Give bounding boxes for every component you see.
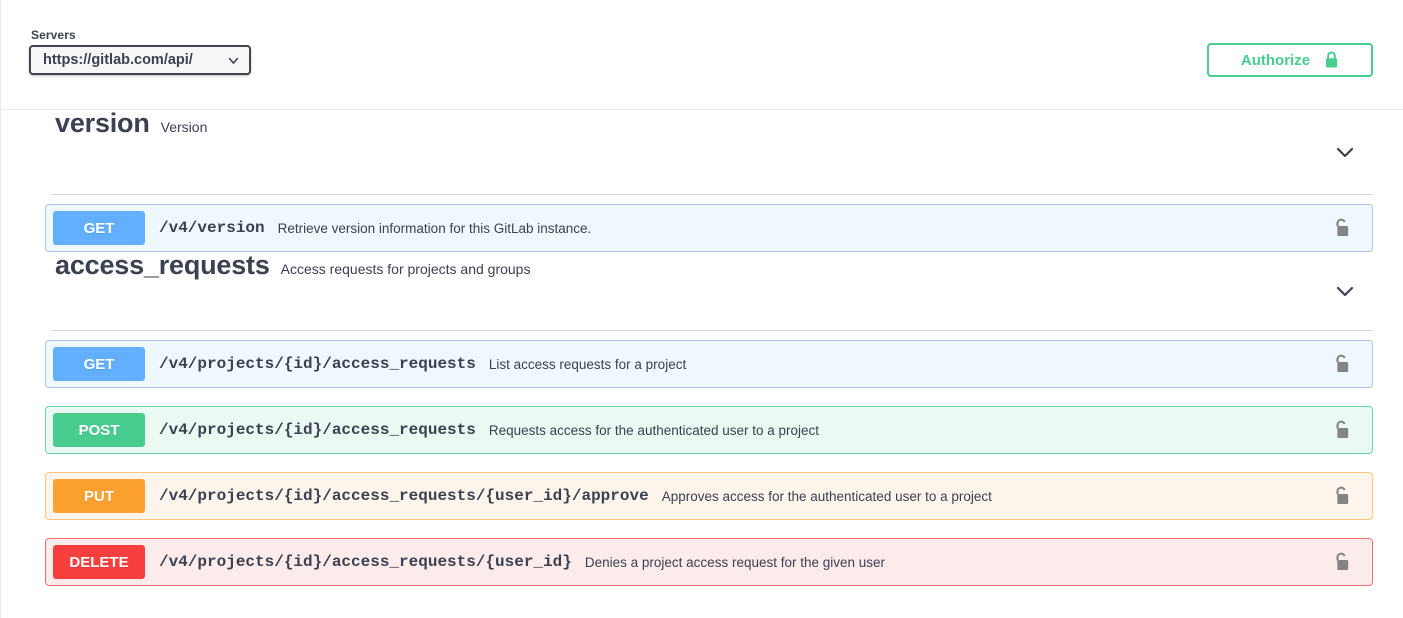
operation-summary: Denies a project access request for the … bbox=[584, 554, 886, 570]
tag-divider bbox=[51, 330, 1373, 331]
http-method-badge: PUT bbox=[53, 479, 145, 513]
lock-open-icon[interactable] bbox=[1333, 354, 1350, 374]
authorize-button[interactable]: Authorize bbox=[1207, 43, 1373, 77]
server-select[interactable]: https://gitlab.com/api/ bbox=[29, 45, 251, 75]
http-method-badge: GET bbox=[53, 347, 145, 381]
scheme-container: Servers https://gitlab.com/api/ Authoriz… bbox=[1, 0, 1403, 110]
tag-description: Version bbox=[160, 119, 208, 135]
operation-row[interactable]: POST/v4/projects/{id}/access_requests Req… bbox=[45, 406, 1373, 454]
lock-open-icon[interactable] bbox=[1333, 486, 1350, 506]
operation-list: GET/v4/version Retrieve version informati… bbox=[1, 195, 1403, 252]
operation-row[interactable]: GET/v4/version Retrieve version informati… bbox=[45, 204, 1373, 252]
server-selected-value: https://gitlab.com/api/ bbox=[43, 52, 193, 68]
lock-open-icon[interactable] bbox=[1333, 552, 1350, 572]
chevron-down-icon bbox=[228, 57, 239, 64]
tag-section: access_requests Access requests for proje… bbox=[1, 252, 1403, 586]
operation-summary: Retrieve version information for this Gi… bbox=[277, 220, 592, 236]
operation-path: /v4/projects/{id}/access_requests/{user_… bbox=[159, 553, 572, 571]
http-method-badge: POST bbox=[53, 413, 145, 447]
tag-description: Access requests for projects and groups bbox=[280, 261, 531, 277]
authorize-label: Authorize bbox=[1240, 51, 1311, 69]
operation-row[interactable]: DELETE/v4/projects/{id}/access_requests/… bbox=[45, 538, 1373, 586]
operation-path: /v4/projects/{id}/access_requests bbox=[159, 421, 476, 439]
tag-name: access_requests bbox=[55, 250, 270, 280]
chevron-down-icon[interactable] bbox=[1331, 138, 1359, 166]
lock-closed-icon bbox=[1326, 51, 1338, 68]
http-method-badge: DELETE bbox=[53, 545, 145, 579]
operation-summary: Approves access for the authenticated us… bbox=[661, 488, 992, 504]
operation-row[interactable]: GET/v4/projects/{id}/access_requests List… bbox=[45, 340, 1373, 388]
operation-summary: Requests access for the authenticated us… bbox=[488, 422, 820, 438]
operation-list: GET/v4/projects/{id}/access_requests List… bbox=[1, 331, 1403, 586]
servers-label: Servers bbox=[31, 28, 76, 42]
lock-open-icon[interactable] bbox=[1333, 420, 1350, 440]
tag-header-version[interactable]: version Version bbox=[1, 110, 1403, 194]
operation-row[interactable]: PUT/v4/projects/{id}/access_requests/{us… bbox=[45, 472, 1373, 520]
operation-summary: List access requests for a project bbox=[488, 356, 687, 372]
operation-path: /v4/version bbox=[159, 219, 265, 237]
lock-open-icon[interactable] bbox=[1333, 218, 1350, 238]
operation-path: /v4/projects/{id}/access_requests/{user_… bbox=[159, 487, 649, 505]
http-method-badge: GET bbox=[53, 211, 145, 245]
tag-divider bbox=[51, 194, 1373, 195]
operation-path: /v4/projects/{id}/access_requests bbox=[159, 355, 476, 373]
tag-name: version bbox=[55, 108, 150, 138]
tag-header-access_requests[interactable]: access_requests Access requests for proje… bbox=[1, 252, 1403, 330]
chevron-down-icon[interactable] bbox=[1331, 277, 1359, 305]
servers-block: Servers https://gitlab.com/api/ bbox=[29, 28, 251, 75]
